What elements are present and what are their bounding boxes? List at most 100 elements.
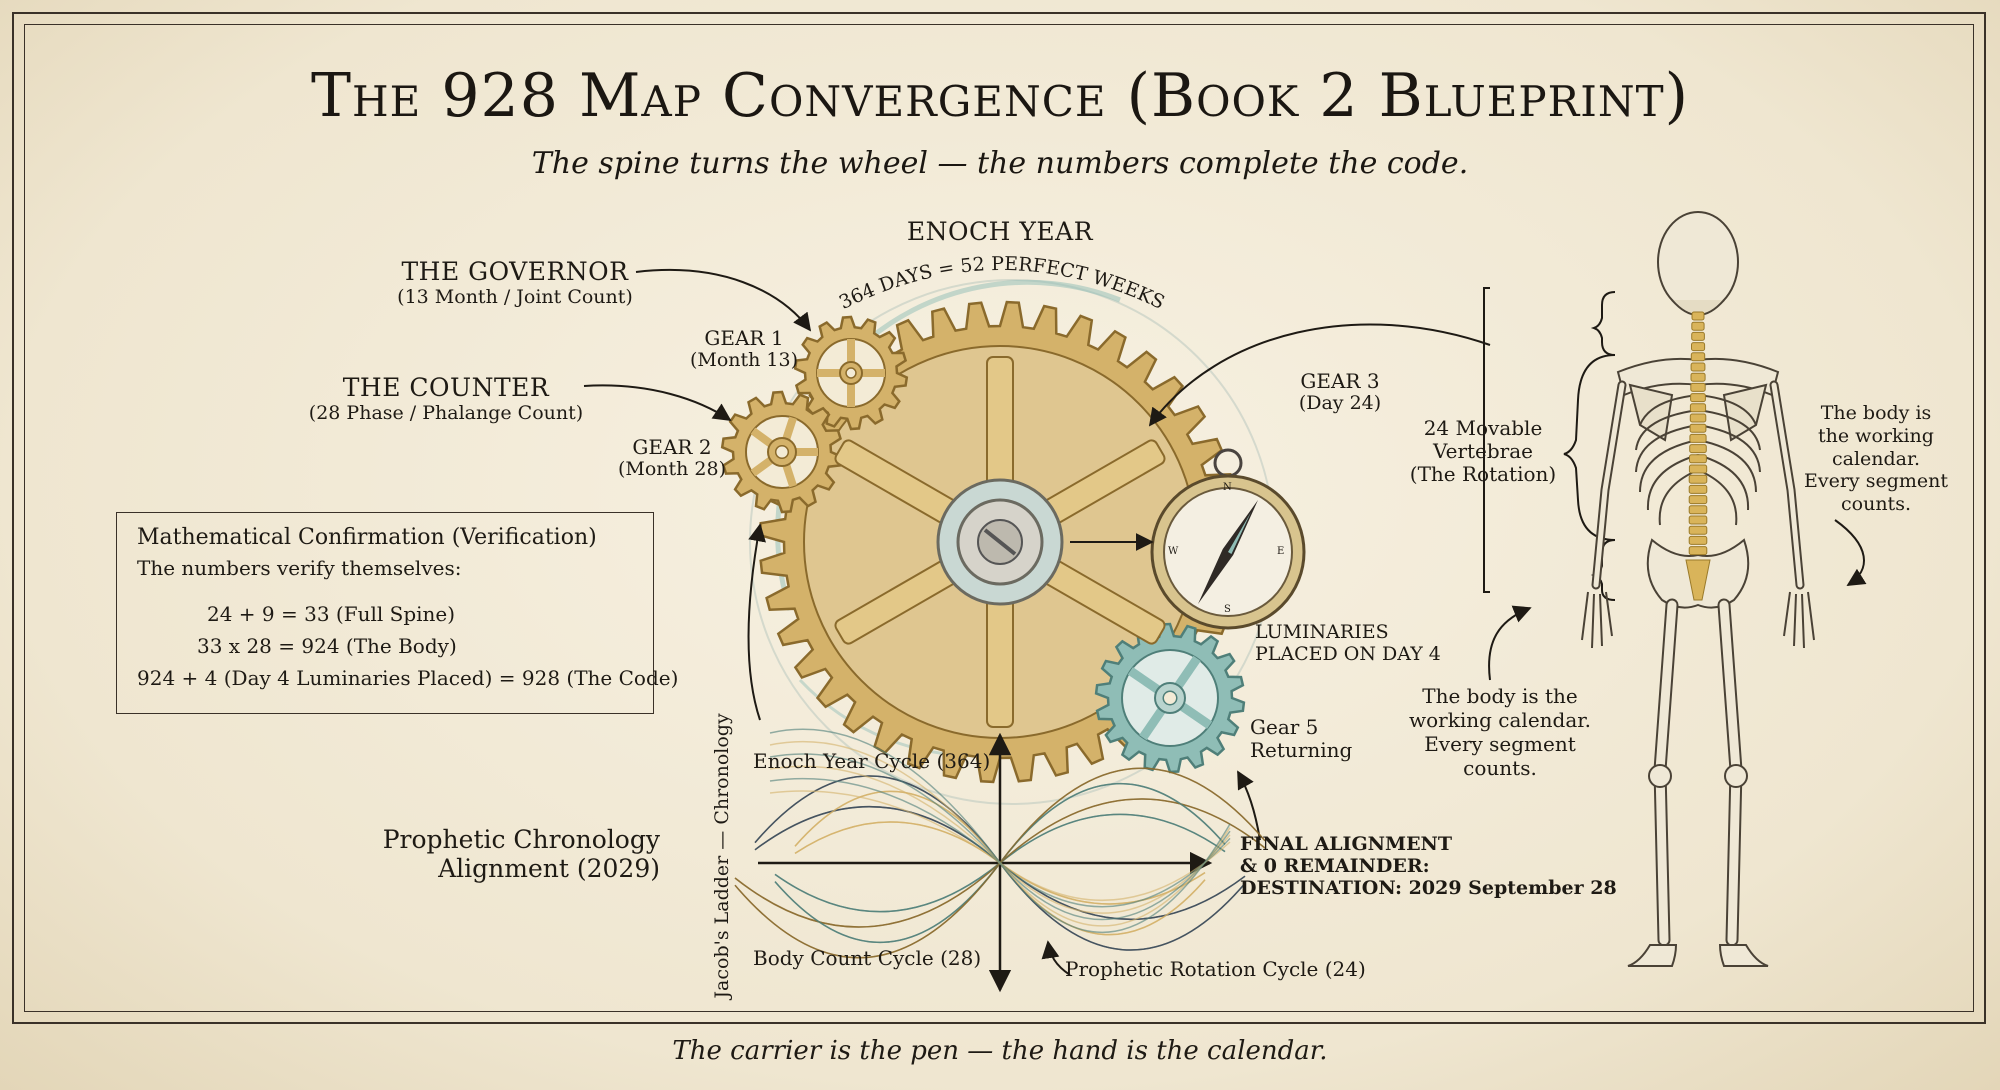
math-intro: The numbers verify themselves: xyxy=(137,556,462,580)
vertebra xyxy=(1690,372,1706,382)
vertebra xyxy=(1691,321,1705,331)
vertebra xyxy=(1688,535,1708,545)
chronology-wave xyxy=(769,728,1231,933)
right-note-line-3: calendar. xyxy=(1831,447,1921,470)
vertebrae-line-2: Vertebrae xyxy=(1433,439,1533,463)
gear-5 xyxy=(1094,622,1246,774)
counter-title: THE COUNTER xyxy=(342,373,550,402)
skeleton-illustration xyxy=(1581,211,1815,967)
gTwo-axle xyxy=(774,444,790,460)
left-body-note: The body is the working calendar. Every … xyxy=(1400,684,1600,780)
vertebra xyxy=(1688,495,1708,505)
enoch-cycle-label: Enoch Year Cycle (364) xyxy=(753,749,991,773)
chronology-title-line-1: Prophetic Chronology xyxy=(382,825,660,854)
gOne-axle xyxy=(845,367,857,379)
governor-subtitle: (13 Month / Joint Count) xyxy=(397,285,633,308)
right-note-line-2: the working xyxy=(1818,424,1934,447)
gear-2-subtitle: (Month 28) xyxy=(617,458,727,480)
vertebra xyxy=(1689,423,1707,433)
gear-2 xyxy=(720,390,844,514)
right-body-note: The body is the working calendar. Every … xyxy=(1796,402,1956,516)
chronology-axis-label: Jacob's Ladder — Chronology xyxy=(711,713,734,999)
gear-1-title: GEAR 1 xyxy=(704,326,784,350)
gear-3-label: GEAR 3 (Day 24) xyxy=(1280,370,1400,415)
final-alignment-line-3: DESTINATION: 2029 September 28 xyxy=(1240,876,1617,899)
vertebra xyxy=(1691,331,1705,341)
governor-title: THE GOVERNOR xyxy=(401,257,629,286)
chronology-title: Prophetic Chronology Alignment (2029) xyxy=(330,825,660,884)
gear-5-label: Gear 5 Returning xyxy=(1250,716,1352,762)
vertebra xyxy=(1688,515,1708,525)
compass-north: N xyxy=(1223,482,1232,493)
main-gear-spokes xyxy=(834,356,1166,728)
final-alignment-line-1: FINAL ALIGNMENT xyxy=(1240,833,1453,855)
math-title: Mathematical Confirmation (Verification) xyxy=(137,525,597,550)
luminaries-line-1: LUMINARIES xyxy=(1255,621,1389,643)
page-footer: The carrier is the pen — the hand is the… xyxy=(672,1036,1328,1066)
compass xyxy=(1070,448,1306,630)
vertebra xyxy=(1690,393,1706,403)
compass-west: W xyxy=(1168,546,1179,557)
vertebra xyxy=(1688,525,1708,535)
vertebra xyxy=(1691,311,1705,321)
gear-3-subtitle: (Day 24) xyxy=(1298,392,1382,414)
vertebra xyxy=(1689,413,1707,423)
vertebra xyxy=(1688,484,1708,494)
chronology-chart xyxy=(734,728,1266,993)
vertebra xyxy=(1690,382,1706,392)
vertebrae-line-1: 24 Movable xyxy=(1423,416,1543,440)
right-note-line-5: counts. xyxy=(1841,493,1911,516)
counter-subtitle: (28 Phase / Phalange Count) xyxy=(308,401,584,424)
vertebra xyxy=(1688,505,1708,515)
gFive-axle xyxy=(1162,690,1178,706)
left-note-line-3: Every segment xyxy=(1424,732,1576,756)
math-equation-2: 33 x 28 = 924 (The Body) xyxy=(197,634,457,658)
vertebra xyxy=(1689,454,1707,464)
final-alignment-line-2: & 0 REMAINDER: xyxy=(1240,854,1430,877)
gear-1-subtitle: (Month 13) xyxy=(689,349,799,371)
right-note-line-1: The body is xyxy=(1820,402,1932,424)
sacrum xyxy=(1685,559,1711,601)
luminaries-label: LUMINARIES PLACED ON DAY 4 xyxy=(1255,621,1441,666)
gear-1 xyxy=(793,315,909,431)
gear-1-label: GEAR 1 (Month 13) xyxy=(684,327,804,372)
vertebra xyxy=(1691,342,1706,352)
vertebra xyxy=(1688,464,1708,474)
gear-5-line-1: Gear 5 xyxy=(1250,715,1319,739)
vertebra xyxy=(1689,444,1707,454)
vertebra xyxy=(1689,433,1707,443)
math-equation-1: 24 + 9 = 33 (Full Spine) xyxy=(207,602,456,626)
math-confirmation-box: Mathematical Confirmation (Verification)… xyxy=(116,512,678,714)
vertebrae-line-3: (The Rotation) xyxy=(1409,462,1557,486)
page-subtitle: The spine turns the wheel — the numbers … xyxy=(531,146,1469,181)
compass-east: E xyxy=(1277,546,1285,557)
left-note-line-1: The body is the xyxy=(1422,684,1578,708)
gear-5-line-2: Returning xyxy=(1250,738,1353,762)
math-equation-3: 924 + 4 (Day 4 Luminaries Placed) = 928 … xyxy=(137,666,679,690)
vertebrae-label: 24 Movable Vertebrae (The Rotation) xyxy=(1398,417,1568,486)
vertebra xyxy=(1688,474,1708,484)
enoch-year-title: ENOCH YEAR xyxy=(906,217,1094,246)
body-cycle-label: Body Count Cycle (28) xyxy=(753,946,982,970)
outer-border xyxy=(12,12,1986,1024)
governor-label: THE GOVERNOR (13 Month / Joint Count) xyxy=(390,257,640,309)
vertebra xyxy=(1689,403,1707,413)
inner-border xyxy=(24,24,1974,1012)
left-note-line-4: counts. xyxy=(1463,756,1537,780)
gear-2-label: GEAR 2 (Month 28) xyxy=(612,436,732,481)
prophetic-cycle-label: Prophetic Rotation Cycle (24) xyxy=(1065,957,1366,981)
final-alignment-label: FINAL ALIGNMENT & 0 REMAINDER: DESTINATI… xyxy=(1240,833,1617,900)
gear-2-title: GEAR 2 xyxy=(632,435,712,459)
compass-south: S xyxy=(1224,604,1231,615)
vertebra xyxy=(1690,352,1706,362)
right-note-line-4: Every segment xyxy=(1804,470,1948,493)
vertebra xyxy=(1688,546,1708,556)
luminaries-line-2: PLACED ON DAY 4 xyxy=(1255,642,1441,665)
gear-3-title: GEAR 3 xyxy=(1300,369,1380,393)
chronology-title-line-2: Alignment (2029) xyxy=(438,853,660,883)
page-title: The 928 Map Convergence (Book 2 Blueprin… xyxy=(310,61,1690,131)
vertebra xyxy=(1690,362,1706,372)
left-note-line-2: working calendar. xyxy=(1409,708,1591,732)
